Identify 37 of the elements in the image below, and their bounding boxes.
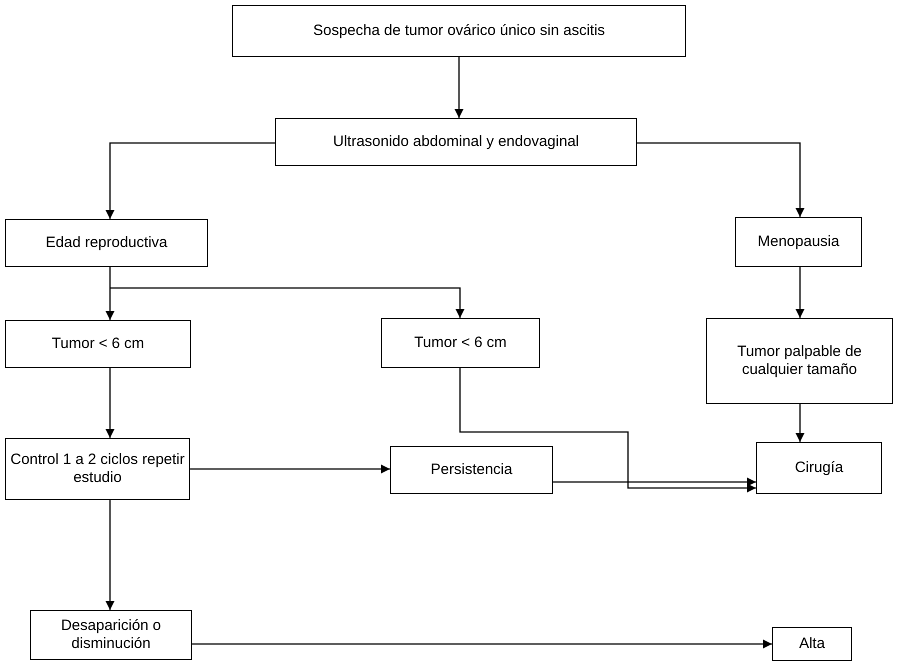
arrow	[454, 57, 464, 118]
process-box	[735, 217, 862, 267]
process-box	[275, 118, 637, 166]
process-box	[706, 318, 893, 404]
process-box	[756, 442, 882, 494]
arrow	[796, 404, 804, 442]
arrow	[106, 368, 114, 438]
box-label: Sospecha de tumor ovárico único sin ascitis	[313, 22, 605, 40]
arrow	[459, 368, 756, 492]
arrow	[553, 478, 756, 486]
box-label: Persistencia	[430, 461, 512, 479]
arrow	[110, 287, 464, 318]
box-label: Edad reproductiva	[46, 234, 168, 252]
box-label: Tumor < 6 cm	[52, 335, 144, 353]
box-label: Alta	[799, 635, 825, 653]
process-box	[30, 610, 192, 660]
box-label: Cirugía	[794, 459, 844, 477]
process-box	[381, 318, 540, 368]
box-label: Control 1 a 2 ciclos repetir estudio	[10, 451, 185, 487]
arrow	[190, 464, 390, 474]
arrow	[106, 142, 275, 219]
process-box	[390, 446, 553, 494]
arrow	[106, 267, 114, 320]
process-box	[772, 627, 852, 661]
arrow	[637, 142, 804, 217]
box-label: Desaparición o disminución	[60, 617, 162, 653]
box-label: Tumor < 6 cm	[414, 334, 507, 352]
box-label: Tumor palpable de cualquier tamaño	[736, 343, 863, 379]
arrow	[106, 500, 114, 610]
process-box	[5, 438, 190, 500]
process-box	[5, 219, 208, 267]
process-box	[232, 5, 686, 57]
process-box	[5, 320, 191, 368]
arrow	[796, 267, 804, 318]
box-label: Ultrasonido abdominal y endovaginal	[333, 133, 579, 151]
arrow	[192, 640, 772, 648]
box-label: Menopausia	[758, 233, 840, 251]
